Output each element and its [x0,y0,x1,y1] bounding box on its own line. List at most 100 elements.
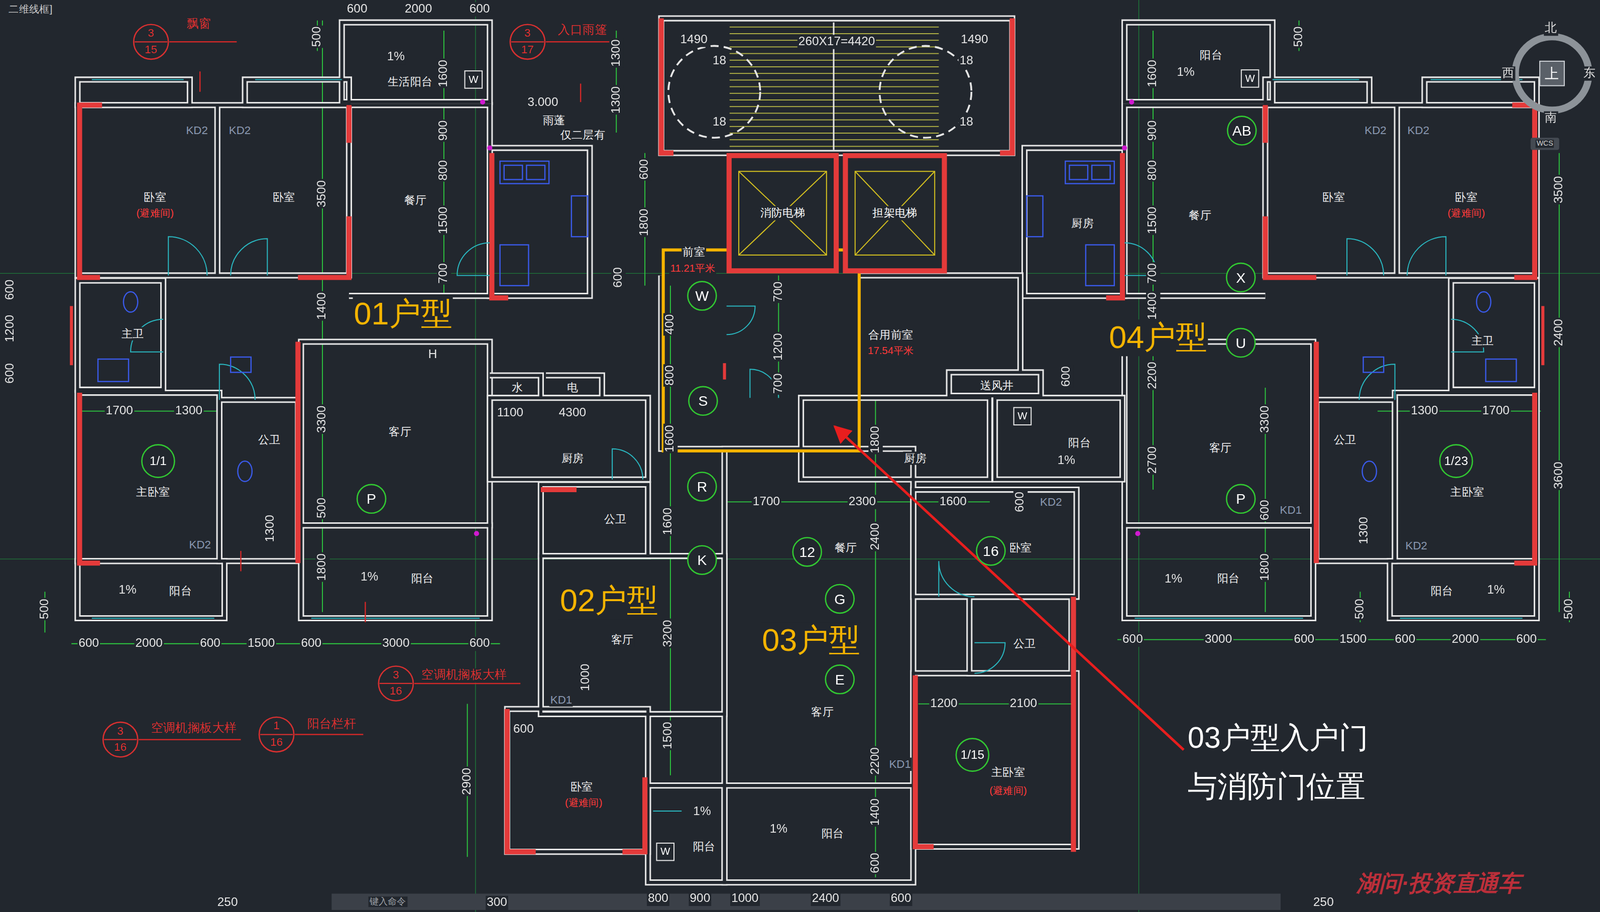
axis-bubble: 1/15 [955,737,990,773]
room-label: 餐厅 [833,541,859,555]
room-label: 阳台 [410,572,435,586]
axis-bubble-text: X [1235,270,1246,286]
dimension-text: 1300 [263,513,278,543]
dimension-text: 1400 [315,291,330,321]
dimension-text: 18 [958,115,975,130]
dimension-text: 900 [436,119,451,143]
window-tag: KD1 [549,693,574,707]
dimension-text: 2400 [868,521,883,551]
axis-bubble: P [1225,483,1256,515]
dimension-text: 600 [1515,632,1538,647]
axis-bubble: 12 [791,536,823,567]
area-note: (避难间) [1446,207,1487,219]
dimension-text: 700 [436,262,451,285]
dimension-text: 600 [611,266,626,289]
dimension-text: 2200 [1146,360,1161,390]
dimension-text: 1% [117,583,138,598]
dimension-text: 500 [315,496,330,520]
detail-index-circle-text: 16 [113,741,127,754]
dimension-text: 800 [1146,159,1161,182]
dimension-text: 1700 [751,494,781,509]
dimension-text: 1% [1163,572,1184,587]
room-label: 主卫 [120,326,146,340]
dimension-text: 600 [346,2,369,17]
dimension-text: 700 [771,280,786,304]
dimension-text: 1800 [868,424,883,454]
dimension-text: 600 [299,636,323,651]
dimension-text: 2100 [1008,697,1039,712]
elevator-shaft-text: 担架电梯 [870,206,920,221]
dimension-text: 1400 [1146,291,1161,321]
window-tag: KD2 [184,124,209,138]
window-tag: KD2 [1363,124,1388,138]
dimension-text: 2700 [1146,445,1161,475]
room-label: 阳台 [692,840,717,854]
dimension-text: 500 [1562,597,1577,621]
room-label: 送风井 [979,379,1015,393]
dimension-text: 700 [1146,262,1161,285]
dimension-text: 600 [1292,632,1316,647]
room-label: 阳台 [1067,436,1092,450]
area-note: 11.21平米 [669,262,717,275]
axis-bubble: W [686,280,718,312]
dimension-text: 600 [1059,365,1074,388]
callout-note: 03户型入户门与消防门位置 [1186,714,1385,812]
room-label: 餐厅 [403,193,428,207]
axis-bubble: U [1225,327,1256,359]
command-bar [331,893,1281,910]
axis-bubble: S [687,385,719,417]
dimension-text: 600 [468,2,492,17]
compass-letter: 东 [1582,66,1597,81]
axis-bubble-text: P [366,491,377,507]
room-label: 阳台 [820,827,846,841]
window-tag: KD2 [1406,124,1431,138]
dimension-text: 900 [1146,119,1161,143]
compass-letter: 北 [1543,21,1558,36]
axis-bubble-text: 16 [982,543,999,559]
dimension-text: 1300 [609,85,624,115]
room-label: 阳台 [1198,48,1224,62]
detail-index-circle-text: 15 [144,44,158,56]
axis-bubble-text: 1/15 [960,748,985,762]
room-label: 主卫 [1470,334,1496,348]
window-tag: KD2 [227,124,253,138]
dimension-text: 600 [3,278,18,302]
room-label: 前室 [681,245,707,259]
dimension-text: 1500 [1146,205,1161,236]
unit-label: 01户型 [353,295,454,332]
detail-note: 阳台栏杆 [306,717,358,732]
dimension-text: 3200 [661,618,676,648]
axis-bubble: P [356,483,387,515]
elevator-shaft-text: 消防电梯 [758,206,808,221]
command-prompt: 键入命令 [368,896,408,907]
room-label: 生活阳台 [386,75,434,89]
room-label: 公卫 [1332,433,1358,447]
detail-leaders [138,41,616,740]
axis-bubble: X [1225,262,1256,293]
dimension-text: 1800 [315,552,330,582]
room-label: 卧室 [569,779,595,793]
room-label: 雨蓬 [541,113,567,128]
dimension-text: 500 [310,25,325,49]
unit-walls [71,18,1543,883]
room-label: 卧室 [1008,541,1034,555]
dimension-text: 600 [1258,498,1273,522]
room-label: 卧室 [142,190,168,204]
detail-index-circle: 316 [377,664,415,702]
dimension-text: 600 [198,636,222,651]
detail-index-circle-text: 3 [392,669,399,681]
detail-note: 空调机搁板大样 [420,668,509,683]
axis-bubble-text: 1/23 [1444,454,1468,468]
dimension-text: 1400 [868,797,883,827]
dimension-text: 2000 [134,636,164,651]
area-note: (避难间) [988,784,1028,797]
dimension-text: 600 [1394,632,1417,647]
dimension-text: 3500 [1552,175,1567,205]
axis-bubble-text: 1/1 [149,454,167,468]
dimension-text: 18 [711,54,728,69]
dimension-text: 3300 [315,404,330,434]
room-label: 卧室 [1453,190,1479,204]
dimension-text: 1500 [246,636,276,651]
dimension-text: 1% [1056,453,1077,469]
